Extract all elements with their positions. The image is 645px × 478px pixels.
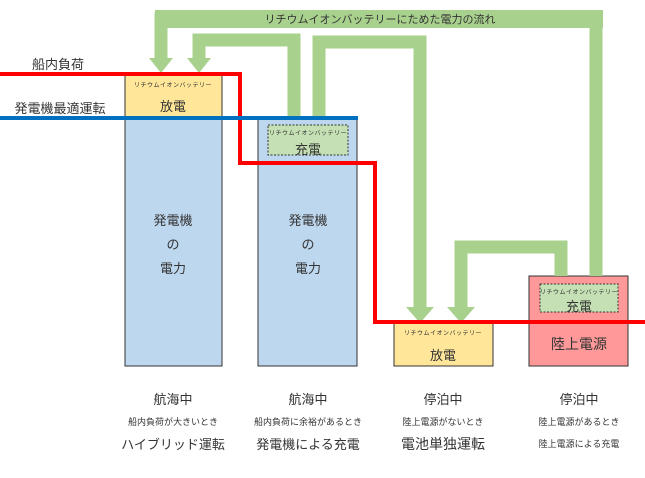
arrowhead-icon [187, 58, 211, 73]
scenario-mode: 陸上電源による充電 [538, 440, 620, 450]
scenario-state: 停泊中 [423, 393, 463, 408]
load-line-label: 船内負荷 [31, 58, 85, 73]
scenario-condition: 陸上電源があるとき [538, 418, 620, 428]
discharge-box-2 [393, 322, 494, 367]
battery-flow-arrows [154, 12, 603, 308]
scenario-mode: ハイブリッド運転 [121, 438, 225, 453]
scenario-condition: 陸上電源がないとき [402, 418, 484, 428]
flow-path-shore-to-hybrid [154, 12, 603, 276]
charge-box-1 [267, 124, 349, 156]
arrowhead-icon [149, 58, 173, 73]
charge-label: 充電 [565, 300, 593, 315]
scenario-mode: 電池単独運転 [401, 437, 485, 453]
battery-label: リチウムイオンバッテリー [268, 130, 348, 137]
discharge-box-1 [124, 72, 223, 119]
battery-label: リチウムイオンバッテリー [133, 82, 213, 89]
scenario-state: 航海中 [288, 393, 328, 408]
scenario-state: 航海中 [153, 393, 193, 408]
discharge-label: 放電 [159, 100, 187, 115]
charge-label: 充電 [294, 143, 322, 158]
battery-label: リチウムイオンバッテリー [539, 289, 619, 296]
generator-box-1 [124, 117, 223, 367]
generator-label-1: 発電機の電力 [153, 214, 193, 277]
scenario-mode: 発電機による充電 [256, 438, 360, 453]
charge-box-2 [539, 283, 619, 313]
battery-label: リチウムイオンバッテリー [403, 330, 483, 337]
flow-path-gen-to-battery [312, 35, 427, 308]
scenario-condition: 船内負荷が大きいとき [127, 418, 219, 428]
load-line [0, 72, 645, 324]
shore-power-label: 陸上電源 [551, 337, 607, 353]
flow-path-shore-to-battery [454, 240, 568, 308]
scenario-state: 停泊中 [559, 393, 599, 408]
arrowhead-icon [447, 307, 475, 323]
optimal-line-label: 発電機最適運転 [14, 102, 106, 117]
flow-label-band [155, 10, 603, 28]
flow-path-gen-to-hybrid [192, 33, 301, 118]
scenario-condition: 船内負荷に余裕があるとき [253, 418, 363, 428]
discharge-label: 放電 [429, 349, 457, 364]
arrowhead-icon [406, 307, 434, 323]
flow-label: リチウムイオンバッテリーにためた電力の流れ [264, 13, 496, 26]
generator-label-2: 発電機の電力 [288, 214, 328, 277]
